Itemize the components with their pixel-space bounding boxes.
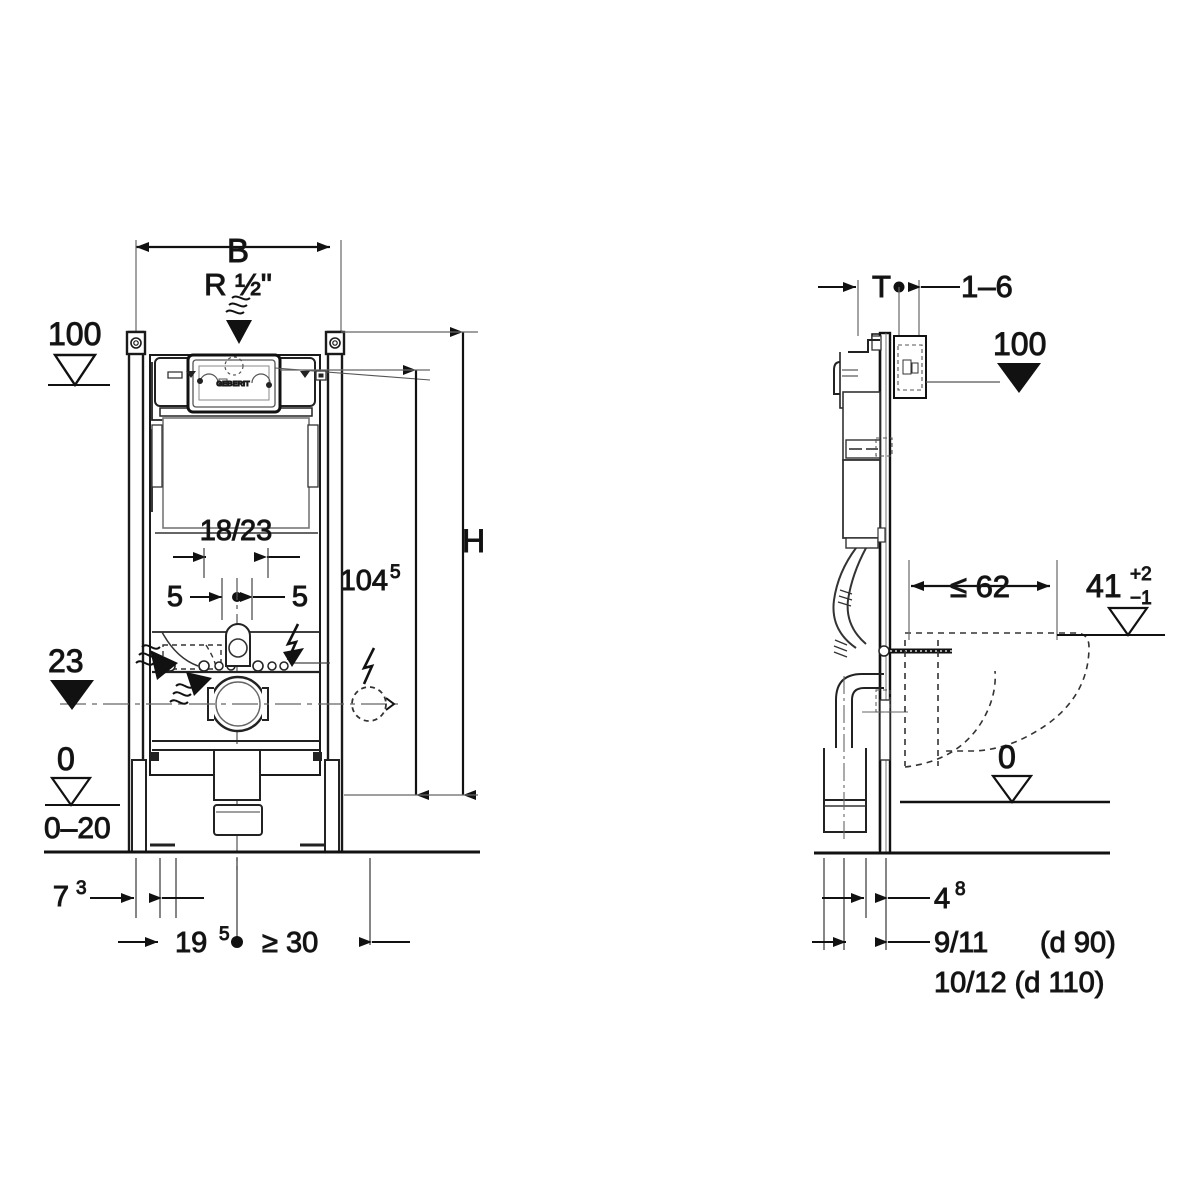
dim-T: T 1–6 — [818, 269, 1013, 360]
level-0-front-label: 0 — [57, 741, 75, 777]
dim-bottom-chain-side: 4 8 9/11 (d 90) 10/12 (d 110) — [812, 858, 1116, 1000]
cistern-side-profile — [832, 333, 893, 850]
dim-width-B — [135, 240, 342, 332]
dim-le-62: ≤ 62 — [908, 560, 1058, 640]
level-0-side-label: 0 — [998, 739, 1016, 775]
dim-41-sub: −1 — [1130, 588, 1152, 609]
dim-7-3-label: 7 — [53, 881, 69, 913]
dim-5-left-label: 5 — [167, 581, 183, 613]
level-23-front-label: 23 — [48, 643, 84, 679]
dim-5-right-label: 5 — [292, 581, 308, 613]
dim-10-12-d110-label: 10/12 (d 110) — [934, 967, 1104, 999]
dim-41-label: 41 — [1086, 568, 1122, 604]
dim-T-label: T — [872, 269, 891, 304]
water-supply-label: R ½" — [204, 267, 272, 302]
dim-B-label: B — [227, 232, 249, 269]
dim-1-6-label: 1–6 — [961, 269, 1013, 304]
dim-41-sup: +2 — [1130, 564, 1152, 585]
dim-4-8-sup: 8 — [955, 879, 966, 900]
level-100-side-label: 100 — [993, 326, 1046, 362]
level-100-front-label: 100 — [48, 316, 101, 352]
brand-label: GEBERIT — [216, 379, 250, 388]
level-0-20-front-label: 0–20 — [44, 812, 111, 845]
level-marker-0-side: 0 — [900, 739, 1110, 804]
dim-19-5-label: 19 — [175, 927, 207, 959]
fixing-bolts-region — [152, 623, 330, 674]
level-marker-100-front: 100 — [48, 316, 110, 388]
level-marker-0-front: 0 — [45, 741, 120, 807]
dim-H-label: H — [462, 523, 485, 559]
waste-outlet — [60, 675, 400, 733]
dim-le-62-label: ≤ 62 — [950, 569, 1010, 604]
dim-5-left: 5 — [166, 578, 223, 620]
frame-uprights — [125, 330, 346, 854]
dim-bottom-chain-front: 7 3 19 5 ≥ 30 — [52, 858, 410, 960]
dim-104-5: 104 5 — [280, 365, 478, 800]
actuator-plate: GEBERIT — [186, 353, 431, 414]
dim-19-5-sup: 5 — [219, 924, 230, 945]
dim-H: H — [341, 327, 486, 800]
level-marker-23-front: 23 — [48, 643, 94, 710]
level-marker-100-side: 100 — [993, 326, 1047, 393]
wc-bowl-outline — [904, 632, 1090, 768]
water-supply-indicator — [225, 295, 252, 344]
dim-4-8-label: 4 — [934, 883, 950, 915]
fixing-bolt-side — [878, 645, 952, 657]
dim-18-23-label: 18/23 — [200, 515, 273, 547]
dim-104-5-label: 104 — [340, 565, 388, 597]
dim-7-3-sup: 3 — [76, 878, 87, 899]
dim-ge-30-label: ≥ 30 — [262, 927, 318, 959]
dim-104-5-sup: 5 — [390, 562, 401, 583]
dim-18-23: 18/23 — [155, 515, 318, 578]
dim-41-tol: 41 +2 −1 — [1057, 564, 1165, 637]
waste-pipe-side — [823, 673, 908, 840]
dim-5-right: 5 — [232, 578, 309, 620]
wall-profile — [878, 331, 892, 855]
dim-9-11-label: 9/11 — [934, 927, 988, 959]
wall-mount-plate — [893, 335, 1000, 399]
dim-d90-note: (d 90) — [1040, 927, 1116, 959]
frame-fittings — [151, 370, 327, 488]
service-indicators — [135, 623, 396, 722]
